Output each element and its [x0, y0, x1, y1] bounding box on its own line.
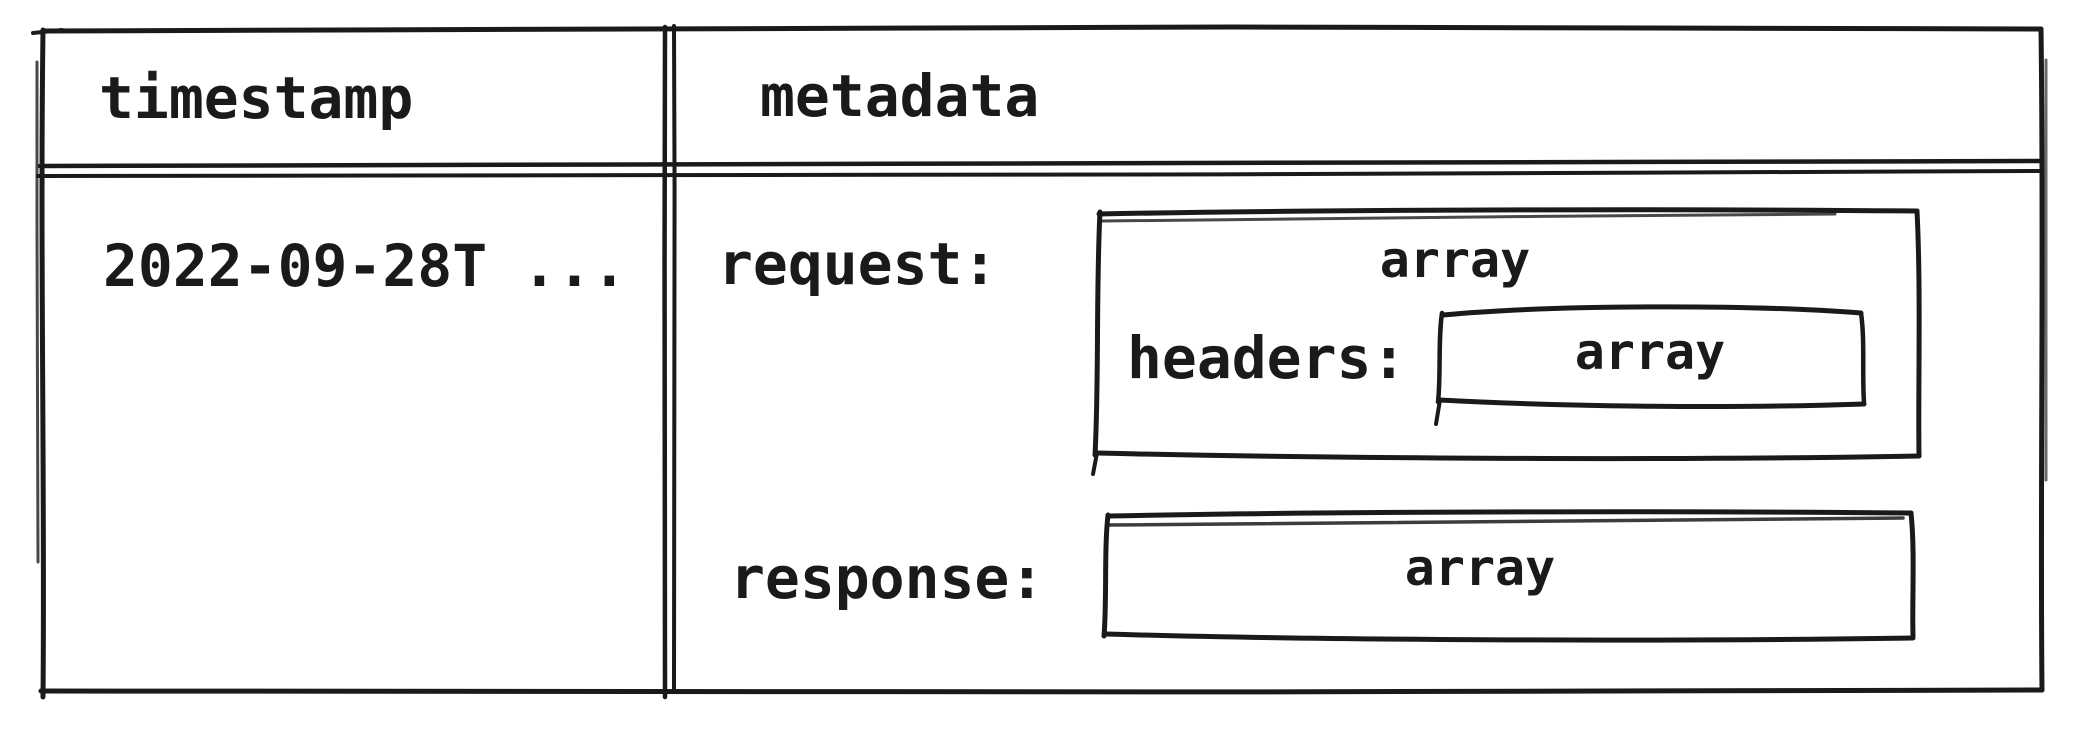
column-header-metadata: metadata — [760, 62, 1040, 130]
request-array-box — [1091, 207, 1922, 476]
response-array-type-label: array — [1404, 539, 1556, 597]
headers-array-box — [1434, 304, 1867, 426]
request-array-type-label: array — [1379, 231, 1531, 289]
column-divider — [662, 24, 677, 700]
headers-array-type-label: array — [1574, 323, 1726, 381]
timestamp-cell-value: 2022-09-28T ... — [103, 232, 627, 300]
headers-field-label: headers: — [1127, 324, 1407, 392]
request-field-label: request: — [718, 230, 998, 298]
table-border — [31, 24, 2048, 700]
column-header-timestamp: timestamp — [99, 64, 414, 132]
response-array-box — [1101, 509, 1916, 643]
response-field-label: response: — [730, 544, 1045, 612]
header-separator-line — [36, 158, 2045, 178]
